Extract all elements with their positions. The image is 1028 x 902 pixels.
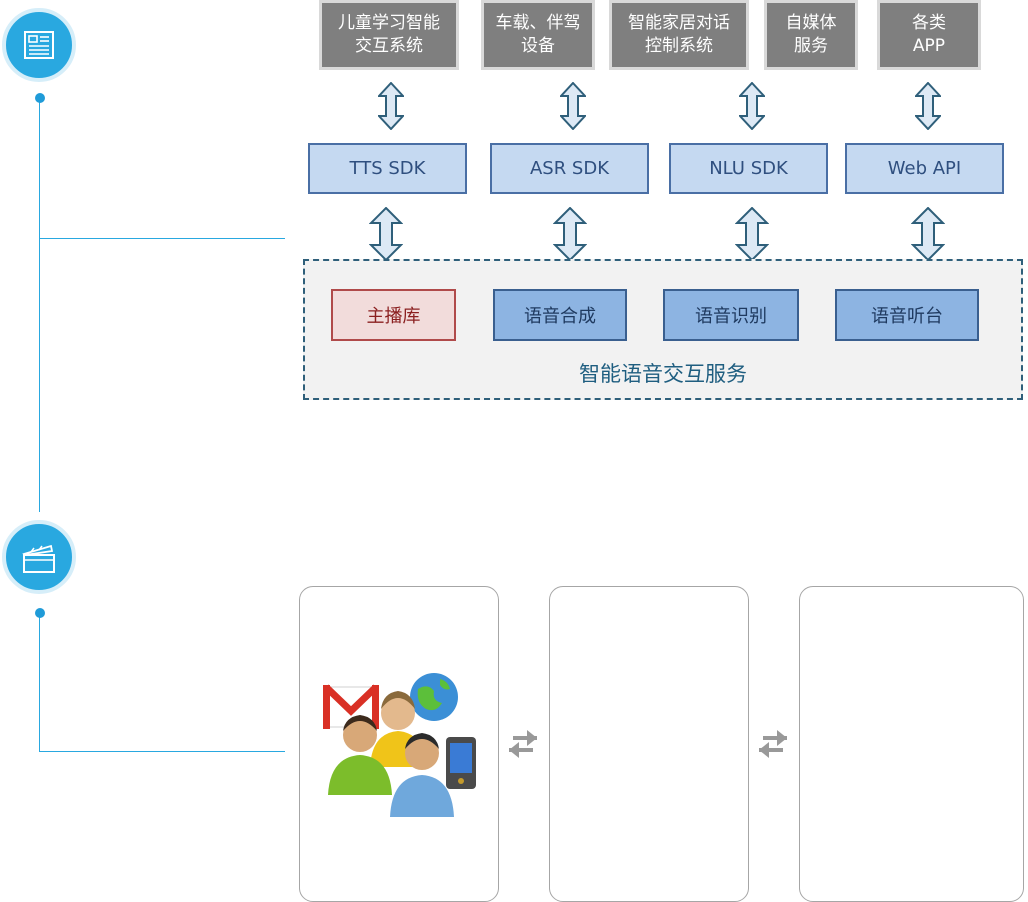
sdk-box-web-api: Web API bbox=[845, 143, 1004, 194]
service-panel-title: 智能语音交互服务 bbox=[579, 362, 747, 386]
app-box-vehicle: 车载、伴驾设备 bbox=[481, 0, 595, 70]
timeline-dot-top bbox=[35, 93, 45, 103]
double-arrow-icon bbox=[369, 207, 403, 261]
timeline-vertical-bottom bbox=[39, 612, 40, 752]
swap-arrows-icon bbox=[509, 730, 537, 758]
double-arrow-icon bbox=[553, 207, 587, 261]
timeline-branch-top bbox=[39, 238, 285, 239]
double-arrow-icon bbox=[915, 82, 941, 130]
timeline-branch-bottom bbox=[39, 751, 285, 752]
app-box-children-learning: 儿童学习智能交互系统 bbox=[319, 0, 459, 70]
service-item-anchor-library: 主播库 bbox=[331, 289, 456, 341]
app-box-self-media: 自媒体服务 bbox=[764, 0, 858, 70]
app-box-apps: 各类 APP bbox=[877, 0, 981, 70]
app-box-line1: 智能家居对话 bbox=[628, 13, 730, 33]
sdk-box-nlu: NLU SDK bbox=[669, 143, 828, 194]
app-box-line2: 服务 bbox=[794, 36, 828, 56]
timeline-vertical-top bbox=[39, 97, 40, 512]
app-box-line2: 设备 bbox=[521, 36, 555, 56]
app-box-line1: 儿童学习智能 bbox=[338, 13, 440, 33]
app-box-line1: 自媒体 bbox=[785, 13, 837, 33]
newspaper-icon bbox=[2, 8, 76, 82]
double-arrow-icon bbox=[739, 82, 765, 130]
double-arrow-icon bbox=[560, 82, 586, 130]
timeline-dot-bottom bbox=[35, 608, 45, 618]
app-box-line1: 各类 bbox=[912, 13, 946, 33]
app-box-smart-home: 智能家居对话控制系统 bbox=[609, 0, 749, 70]
sdk-box-tts: TTS SDK bbox=[308, 143, 467, 194]
card-right bbox=[799, 586, 1024, 902]
double-arrow-icon bbox=[378, 82, 404, 130]
app-box-line2: APP bbox=[912, 36, 946, 56]
sdk-box-asr: ASR SDK bbox=[490, 143, 649, 194]
app-box-line2: 交互系统 bbox=[355, 36, 423, 56]
double-arrow-icon bbox=[911, 207, 945, 261]
service-item-speech-recognition: 语音识别 bbox=[663, 289, 799, 341]
app-box-line2: 控制系统 bbox=[645, 36, 713, 56]
app-box-line1: 车载、伴驾 bbox=[495, 13, 581, 33]
swap-arrows-icon bbox=[759, 730, 787, 758]
clapperboard-icon bbox=[2, 520, 76, 594]
card-middle bbox=[549, 586, 749, 902]
service-item-voice-platform: 语音听台 bbox=[835, 289, 979, 341]
double-arrow-icon bbox=[735, 207, 769, 261]
service-item-speech-synthesis: 语音合成 bbox=[493, 289, 627, 341]
users-network-icon bbox=[323, 673, 476, 817]
card-users bbox=[299, 586, 499, 902]
